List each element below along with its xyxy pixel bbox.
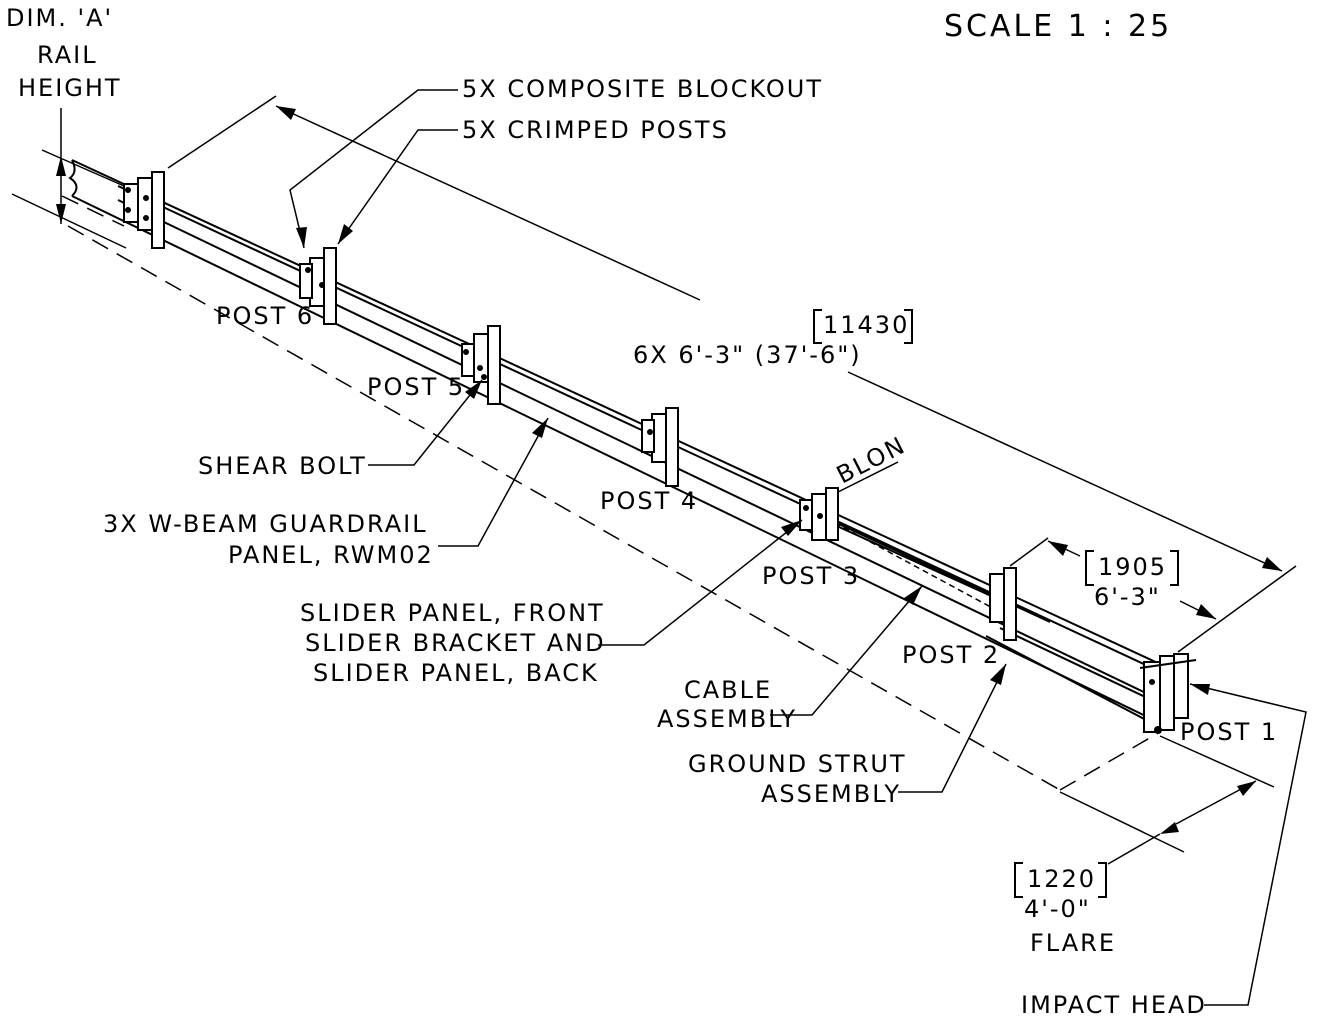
guardrail-panel-leader <box>438 417 549 547</box>
spacing-dim-imperial: 6'-3" <box>1094 583 1161 611</box>
flare-arrow-lower <box>1160 822 1179 834</box>
impact-head-callout: IMPACT HEAD <box>1021 991 1207 1019</box>
rail-end-dash <box>61 195 125 227</box>
slider-leader-arrow <box>781 520 802 536</box>
post-3 <box>799 487 839 541</box>
flare-arrow-upper <box>1237 781 1256 796</box>
w-beam-rail-bottom-edge <box>71 195 1159 723</box>
post-3-label: POST 3 <box>762 562 860 590</box>
spacing-extension-left <box>1009 537 1049 567</box>
cable-leader <box>770 585 923 716</box>
slider-callout-line-2: SLIDER BRACKET AND <box>305 629 606 657</box>
blon-leader <box>837 461 899 493</box>
guardrail-panel-leader-arrow <box>532 418 548 438</box>
dim-a-line-3: HEIGHT <box>18 74 122 102</box>
flare-dim-metric: 1220 <box>1027 865 1096 893</box>
overall-arrow-left <box>276 106 296 120</box>
ground-strut-leader <box>898 663 1007 793</box>
overall-dim-bracket <box>813 309 913 344</box>
w-beam-rail-lower-mid <box>117 199 1149 695</box>
flare-reference-line <box>1059 731 1161 791</box>
ground-reference-line <box>67 225 1061 791</box>
shear-bolt-callout: SHEAR BOLT <box>198 452 367 480</box>
ground-strut-leader-arrow <box>990 664 1006 685</box>
overall-dim-line-left <box>275 105 701 301</box>
spacing-dim-metric: 1905 <box>1098 553 1167 581</box>
dim-a-ext-bottom <box>11 193 127 249</box>
overall-extension-right <box>1177 565 1297 653</box>
overall-arrow-right <box>1262 557 1282 571</box>
w-beam-rail-top-edge <box>71 159 1161 665</box>
ground-strut-lines <box>985 627 1161 723</box>
overall-extension-left <box>167 95 277 169</box>
post-5-label: POST 5 <box>367 373 465 401</box>
impact-head-leader-arrow <box>1190 684 1210 695</box>
post-2 <box>989 567 1017 641</box>
dim-a-line-2: RAIL <box>37 41 98 69</box>
overall-dim-metric: 11430 <box>823 311 909 339</box>
crimped-posts-callout: 5X CRIMPED POSTS <box>462 116 729 144</box>
post-1-impact-head <box>1139 653 1197 733</box>
overall-dim-imperial: 6X 6'-3" (37'-6") <box>633 341 862 369</box>
flare-dim-imperial: 4'-0" <box>1024 895 1091 923</box>
blockout-callout: 5X COMPOSITE BLOCKOUT <box>462 75 823 103</box>
shear-bolt-leader <box>368 379 483 466</box>
flare-label: FLARE <box>1030 929 1116 957</box>
dim-a-ext-top <box>41 149 125 187</box>
rail-bolts <box>125 187 1162 734</box>
post-4-blockout <box>461 325 501 405</box>
w-beam-rail-upper-mid <box>117 185 1149 667</box>
slider-callout-line-1: SLIDER PANEL, FRONT <box>300 599 605 627</box>
guardrail-panel-callout-line-1: 3X W-BEAM GUARDRAIL <box>103 510 428 538</box>
blockout-leader <box>289 89 458 249</box>
post-2-label: POST 2 <box>902 641 1000 669</box>
scale-label: SCALE 1 : 25 <box>944 9 1172 44</box>
ground-strut-callout-line-1: GROUND STRUT <box>688 750 907 778</box>
dim-a-arrow-bottom <box>56 204 66 224</box>
post-4 <box>641 407 679 487</box>
cable-line <box>825 517 1001 613</box>
blockout-leader-arrow <box>296 227 307 248</box>
flare-extension-front <box>1159 735 1275 788</box>
cable-callout-line-2: ASSEMBLY <box>657 705 797 733</box>
post-6-label: POST 6 <box>216 302 314 330</box>
cable-callout-line-1: CABLE <box>684 676 772 704</box>
rail-broken-end <box>68 159 78 197</box>
spacing-arrow-left <box>1048 541 1068 556</box>
flare-dim-bracket <box>1014 862 1107 898</box>
slider-leader <box>598 519 803 646</box>
post-5-blockout <box>299 247 337 325</box>
cable-leader-arrow <box>904 586 922 605</box>
crimped-posts-leader <box>337 129 458 245</box>
dim-a-line-1: DIM. 'A' <box>6 4 113 32</box>
slider-callout-line-3: SLIDER PANEL, BACK <box>313 659 599 687</box>
post-1-label: POST 1 <box>1180 718 1278 746</box>
impact-head-leader <box>1189 683 1307 1006</box>
spacing-dim-bracket <box>1085 550 1179 586</box>
crimped-posts-leader-arrow <box>338 224 353 244</box>
post-4-label: POST 4 <box>600 487 698 515</box>
flare-dim-line-lower <box>1107 833 1161 865</box>
ground-strut-callout-line-2: ASSEMBLY <box>761 780 901 808</box>
blon-label: BLON <box>832 431 910 489</box>
dim-a-arrow-top <box>56 156 66 176</box>
spacing-arrow-right <box>1196 604 1216 619</box>
flare-extension-back <box>1059 791 1185 853</box>
guardrail-panel-callout-line-2: PANEL, RWM02 <box>228 541 434 569</box>
shear-bolt-leader-arrow <box>465 380 482 399</box>
overall-dim-line-right <box>847 371 1283 572</box>
